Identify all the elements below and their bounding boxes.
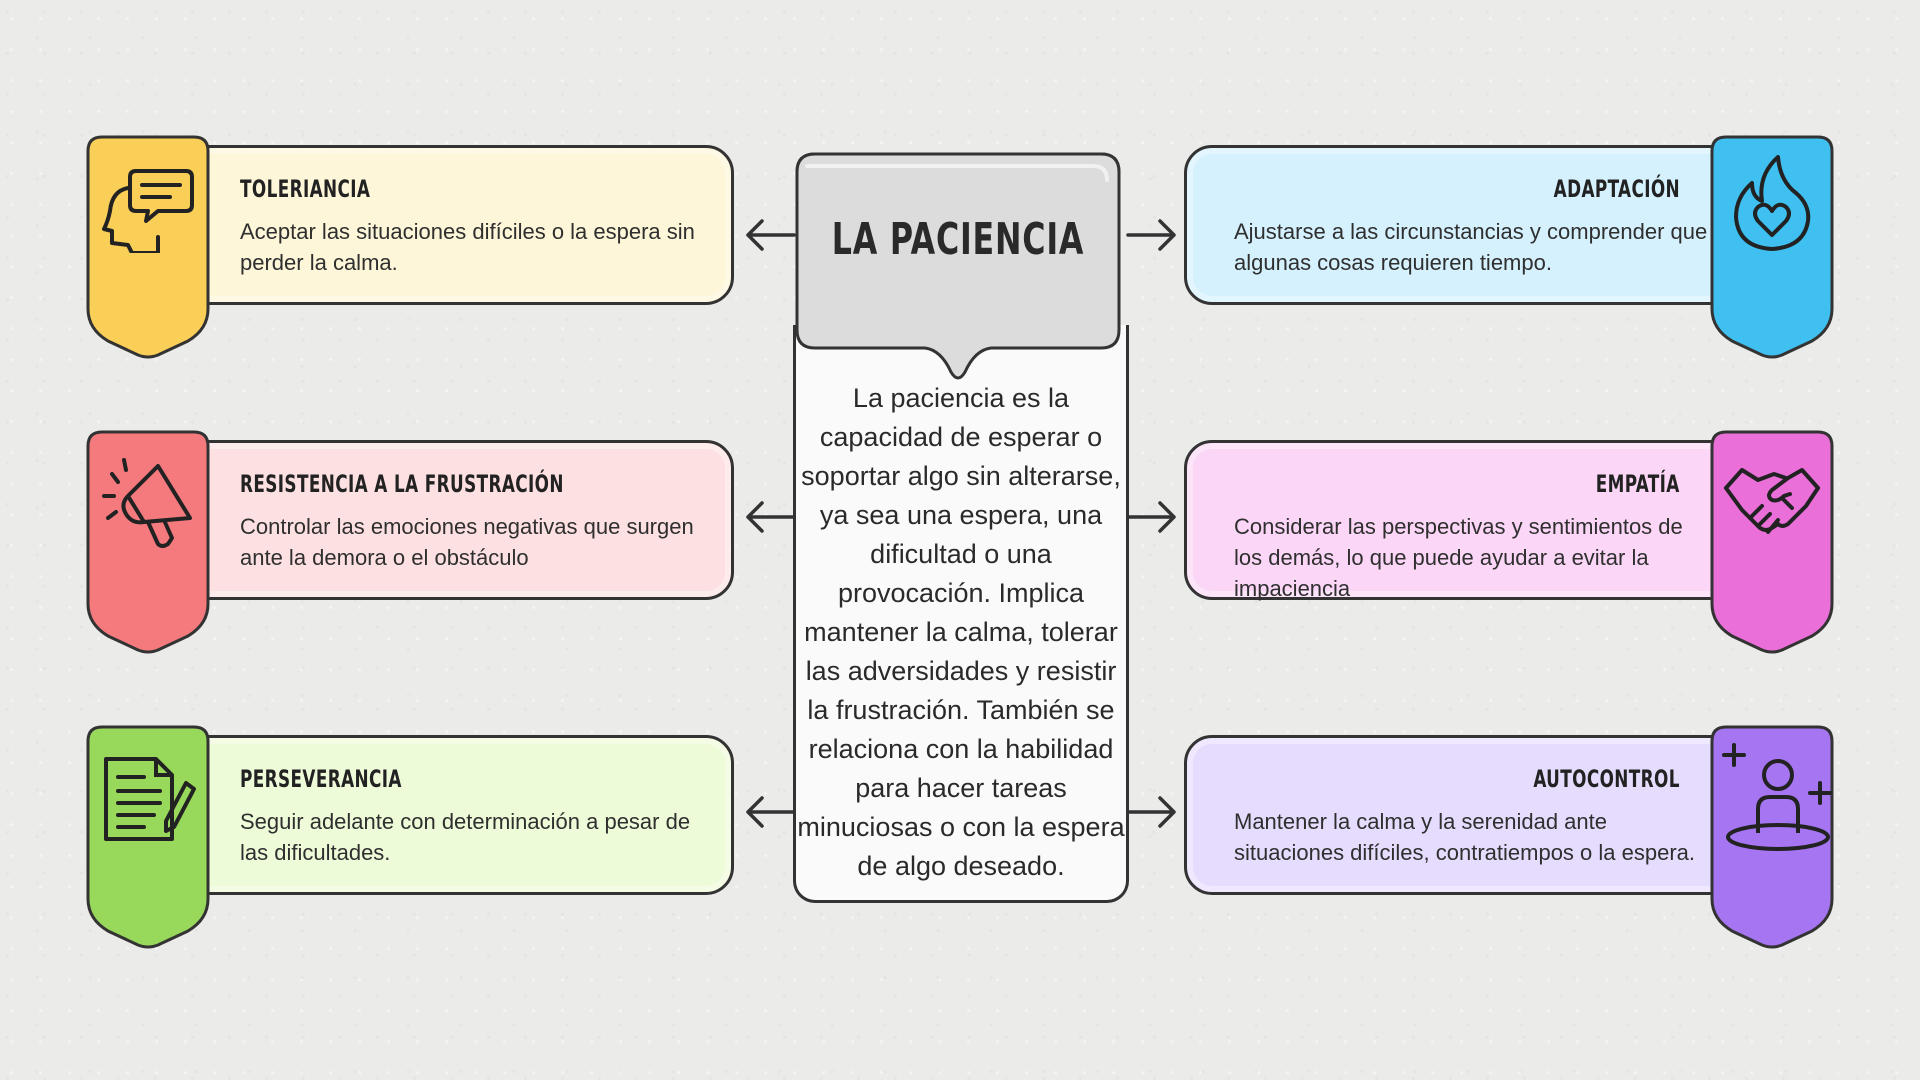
badge <box>84 133 212 359</box>
person-pedestal-icon <box>1722 743 1832 851</box>
handshake-icon <box>1724 468 1820 534</box>
card-perseverancia: PERSEVERANCIA Seguir adelante con determ… <box>86 725 736 949</box>
card-description: Aceptar las situaciones difíciles o la e… <box>240 219 695 275</box>
card-description: Ajustarse a las circunstancias y compren… <box>1234 219 1708 275</box>
card-title: PERSEVERANCIA <box>240 765 402 793</box>
document-pen-icon <box>104 757 196 841</box>
card-title: EMPATÍA <box>1596 470 1680 498</box>
arrow-right-icon <box>1126 796 1176 828</box>
arrow-left-icon <box>746 219 796 251</box>
card-toleriancia: TOLERIANCIA Aceptar las situaciones difí… <box>86 135 736 359</box>
badge <box>1708 428 1836 654</box>
card-resistencia: RESISTENCIA A LA FRUSTRACIÓN Controlar l… <box>86 430 736 654</box>
badge <box>84 723 212 949</box>
arrow-left-icon <box>746 501 796 533</box>
main-title: LA PACIENCIA <box>831 214 1085 265</box>
arrow-right-icon <box>1126 501 1176 533</box>
card-empatia: EMPATÍA Considerar las perspectivas y se… <box>1184 430 1834 654</box>
card-adaptacion: ADAPTACIÓN Ajustarse a las circunstancia… <box>1184 135 1834 359</box>
card-description: Controlar las emociones negativas que su… <box>240 514 694 570</box>
card-title: TOLERIANCIA <box>240 175 371 203</box>
flame-heart-icon <box>1734 155 1811 251</box>
card-description: Seguir adelante con determinación a pesa… <box>240 809 691 865</box>
arrow-left-icon <box>746 796 796 828</box>
card-title: RESISTENCIA A LA FRUSTRACIÓN <box>240 470 564 498</box>
arrow-right-icon <box>1126 219 1176 251</box>
head-speech-bubble-icon <box>102 169 194 253</box>
definition-text: La paciencia es la capacidad de esperar … <box>797 383 1125 881</box>
badge <box>1708 723 1836 949</box>
definition-box: La paciencia es la capacidad de esperar … <box>793 325 1129 903</box>
card-description: Mantener la calma y la serenidad ante si… <box>1234 809 1696 865</box>
badge <box>84 428 212 654</box>
megaphone-icon <box>102 458 192 548</box>
card-title: ADAPTACIÓN <box>1553 175 1680 203</box>
card-title: AUTOCONTROL <box>1533 765 1680 793</box>
badge <box>1708 133 1836 359</box>
card-autocontrol: AUTOCONTROL Mantener la calma y la seren… <box>1184 725 1834 949</box>
card-description: Considerar las perspectivas y sentimient… <box>1234 514 1683 601</box>
